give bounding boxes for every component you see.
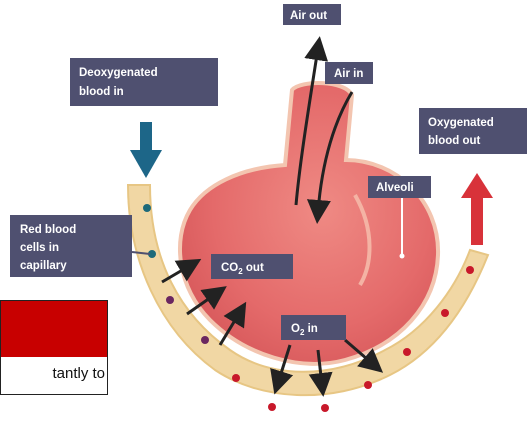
svg-text:capillary: capillary xyxy=(20,260,67,272)
alveoli-label: Alveoli xyxy=(368,176,431,198)
slide-text-fragment: tantly to xyxy=(52,365,105,382)
blood-cell xyxy=(364,381,372,389)
blood-cell xyxy=(143,204,151,212)
svg-text:Alveoli: Alveoli xyxy=(376,182,414,194)
oxygenated-label: Oxygenated blood out xyxy=(419,108,527,154)
svg-text:Air in: Air in xyxy=(334,68,363,80)
blood-cell xyxy=(441,309,449,317)
svg-text:Oxygenated: Oxygenated xyxy=(428,117,494,129)
deoxygenated-arrow-icon xyxy=(130,122,162,178)
svg-text:cells in: cells in xyxy=(20,242,59,254)
air-out-label: Air out xyxy=(283,4,341,25)
air-in-label: Air in xyxy=(325,62,373,84)
blood-cell xyxy=(268,403,276,411)
slide-red-box xyxy=(0,300,108,358)
red-blood-cells-label: Red blood cells in capillary xyxy=(10,215,132,277)
blood-cell xyxy=(201,336,209,344)
svg-text:O2 in: O2 in xyxy=(291,323,318,337)
blood-cell xyxy=(321,404,329,412)
o2-in-label: O2 in xyxy=(281,315,346,340)
svg-text:Red blood: Red blood xyxy=(20,224,76,236)
svg-text:CO2 out: CO2 out xyxy=(221,262,264,276)
svg-text:Air out: Air out xyxy=(290,10,327,22)
co2-out-label: CO2 out xyxy=(211,254,293,279)
blood-cell xyxy=(166,296,174,304)
svg-text:Deoxygenated: Deoxygenated xyxy=(79,67,158,79)
blood-cell xyxy=(466,266,474,274)
svg-text:blood out: blood out xyxy=(428,135,481,147)
alveoli-pointer-dot xyxy=(400,254,405,259)
blood-cell xyxy=(232,374,240,382)
blood-cell xyxy=(403,348,411,356)
oxygenated-arrow-icon xyxy=(461,173,493,245)
slide-text-box: tantly to xyxy=(0,357,108,395)
svg-text:blood in: blood in xyxy=(79,86,124,98)
deoxygenated-label: Deoxygenated blood in xyxy=(70,58,218,106)
